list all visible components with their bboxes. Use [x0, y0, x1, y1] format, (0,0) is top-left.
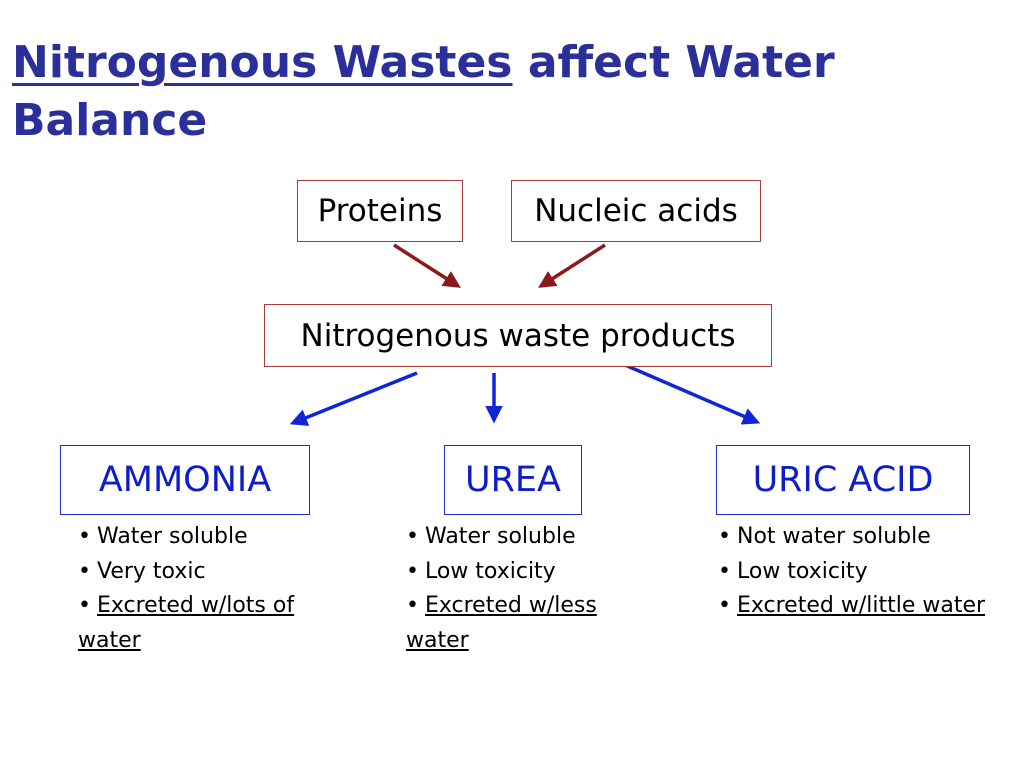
- product-box-ammonia: AMMONIA: [60, 445, 310, 515]
- list-item: •Water soluble: [406, 524, 576, 549]
- slide-title: Nitrogenous Wastes affect Water Balance: [12, 34, 972, 150]
- waste-products-box: Nitrogenous waste products: [264, 304, 772, 367]
- bullet-icon: •: [78, 558, 91, 584]
- urea-properties-list: •Water soluble •Low toxicity •Excreted w…: [406, 520, 621, 658]
- source-box-nucleic-acids: Nucleic acids: [511, 180, 761, 242]
- excretion-text: Excreted w/little water: [736, 593, 986, 618]
- product-box-urea: UREA: [444, 445, 582, 515]
- list-item: •Low toxicity: [718, 558, 868, 584]
- product-name-urea: UREA: [465, 460, 561, 500]
- ammonia-properties-list: •Water soluble •Very toxic •Excreted w/l…: [78, 520, 328, 658]
- source-label-nucleic-acids: Nucleic acids: [534, 193, 738, 229]
- arrow-proteins-to-waste: [393, 243, 461, 288]
- list-item: •Very toxic: [78, 558, 206, 584]
- bullet-icon: •: [718, 558, 731, 584]
- product-name-uric-acid: URIC ACID: [752, 460, 934, 500]
- excretion-text: Excreted w/lots of water: [78, 593, 295, 653]
- arrow-nucleic-to-waste: [538, 243, 606, 288]
- bullet-icon: •: [406, 558, 419, 584]
- bullet-icon: •: [78, 593, 91, 618]
- bullet-icon: •: [406, 593, 419, 618]
- excretion-text: Excreted w/less water: [406, 593, 597, 653]
- list-item: •Water soluble: [78, 524, 248, 549]
- source-box-proteins: Proteins: [297, 180, 463, 242]
- list-item: •Excreted w/little water: [718, 589, 1018, 624]
- bullet-icon: •: [78, 524, 91, 549]
- uric-acid-properties-list: •Not water soluble •Low toxicity •Excret…: [718, 520, 1018, 624]
- arrow-waste-to-uric-acid: [624, 363, 761, 425]
- product-box-uric-acid: URIC ACID: [716, 445, 970, 515]
- arrow-waste-to-ammonia: [289, 371, 418, 426]
- bullet-icon: •: [406, 524, 419, 549]
- product-name-ammonia: AMMONIA: [98, 460, 272, 500]
- list-item: •Not water soluble: [718, 524, 931, 549]
- list-item: •Low toxicity: [406, 558, 556, 584]
- source-label-proteins: Proteins: [317, 193, 443, 229]
- waste-products-label: Nitrogenous waste products: [300, 317, 736, 354]
- bullet-icon: •: [718, 593, 731, 618]
- title-rest-part: affect Water Balance: [12, 37, 835, 146]
- title-underlined-part: Nitrogenous Wastes: [12, 37, 513, 88]
- bullet-icon: •: [718, 524, 731, 549]
- list-item: •Excreted w/less water: [406, 589, 621, 658]
- list-item: •Excreted w/lots of water: [78, 589, 328, 658]
